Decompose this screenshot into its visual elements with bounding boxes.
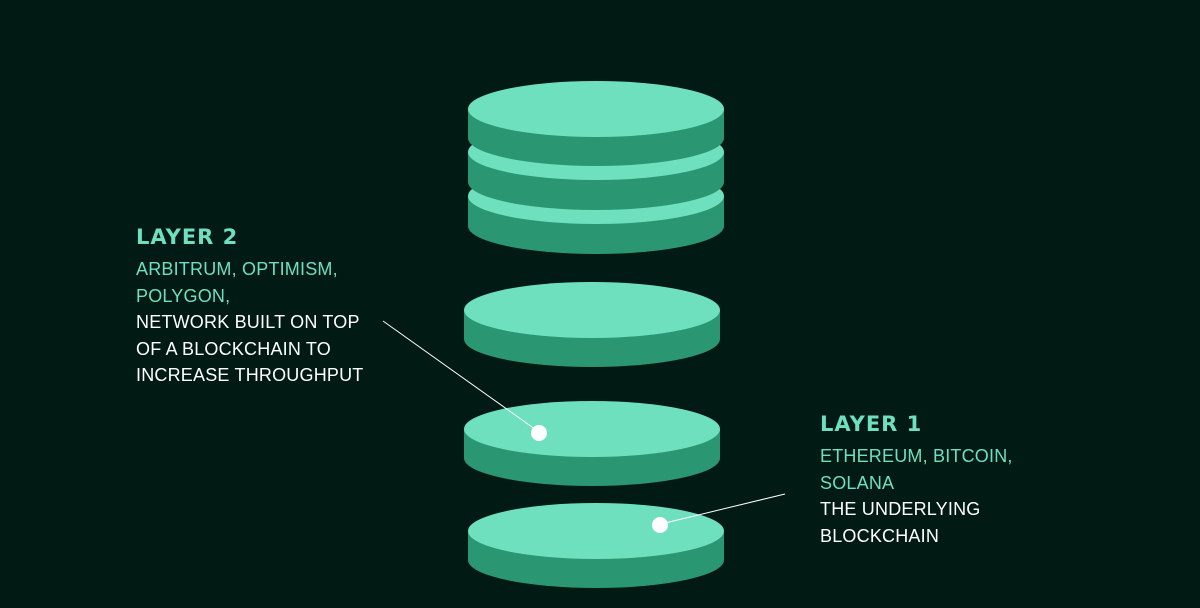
layer1-description-line-1: THE UNDERLYING <box>820 499 981 519</box>
top-disk-stack <box>468 81 724 254</box>
layer1-label-block: LAYER 1 ETHEREUM, BITCOIN, SOLANA THE UN… <box>820 411 1013 549</box>
layer1-description-line-2: BLOCKCHAIN <box>820 525 940 546</box>
layer1-marker-dot <box>652 517 668 533</box>
layer1-leader-line <box>660 493 786 525</box>
stack-disk-1 <box>468 81 724 166</box>
layer2-description-line-3: INCREASE THROUGHPUT <box>136 365 364 385</box>
layer2-leader-line <box>382 320 540 433</box>
layer2-examples-line-2: POLYGON, <box>136 285 231 306</box>
layer1-title: LAYER 1 <box>820 412 923 436</box>
layer1-disk <box>468 503 724 588</box>
layer2-examples-line-1: ARBITRUM, OPTIMISM, <box>136 259 338 279</box>
layer1-examples-line-2: SOLANA <box>820 472 895 493</box>
layer1-examples-line-1: ETHEREUM, BITCOIN, <box>820 446 1013 466</box>
layer2-title: LAYER 2 <box>136 225 239 249</box>
layer2-label-block: LAYER 2 ARBITRUM, OPTIMISM, POLYGON, NET… <box>136 224 364 389</box>
layer2-marker-dot <box>531 425 547 441</box>
middle-disk-upper <box>464 282 720 367</box>
layer2-disk <box>464 401 720 486</box>
layer2-description-line-1: NETWORK BUILT ON TOP <box>136 312 360 332</box>
layer2-description-line-2: OF A BLOCKCHAIN TO <box>136 338 331 359</box>
